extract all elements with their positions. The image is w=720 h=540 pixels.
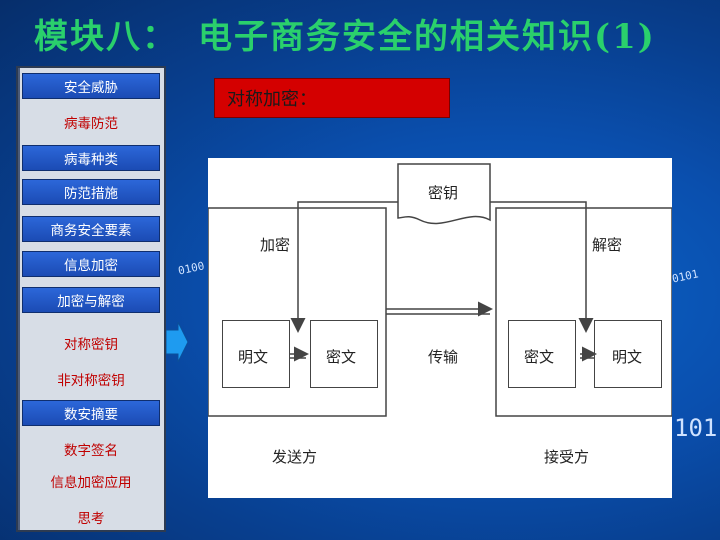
ciphertext-left-label: 密文 <box>326 348 357 366</box>
symmetric-encryption-diagram: 密钥 加密 解密 明文 密文 传输 密文 明文 发送方 接受方 <box>208 158 672 498</box>
sidebar-item-symmetric-key[interactable]: 对称密钥 <box>22 330 160 356</box>
binary-decoration: 0100 <box>176 259 206 278</box>
sender-label: 发送方 <box>272 448 318 466</box>
ciphertext-box-sender <box>310 320 378 388</box>
sidebar-item-label: 数安摘要 <box>64 407 118 423</box>
diagram-lines <box>208 163 672 417</box>
sidebar-item-virus-types[interactable]: 病毒种类 <box>22 145 160 171</box>
title-module: 模块八： <box>34 16 178 57</box>
title-topic: 电子商务安全的相关知识(1) <box>198 16 656 57</box>
sidebar-item-label: 病毒防范 <box>64 116 118 132</box>
plaintext-left-label: 明文 <box>238 348 269 366</box>
transmit-label: 传输 <box>428 348 459 366</box>
plaintext-box-receiver <box>594 320 662 388</box>
sidebar-item-label: 非对称密钥 <box>57 373 125 389</box>
plaintext-right-label: 明文 <box>612 348 643 366</box>
key-label: 密钥 <box>428 184 459 202</box>
slide-title: 模块八： 电子商务安全的相关知识(1) <box>0 6 720 60</box>
sidebar-item-digital-signature[interactable]: 数字签名 <box>22 436 160 462</box>
sidebar-item-virus-prevention[interactable]: 病毒防范 <box>22 109 160 135</box>
plaintext-box-sender <box>222 320 290 388</box>
ciphertext-right-label: 密文 <box>524 348 555 366</box>
sidebar-item-label: 对称密钥 <box>64 337 118 353</box>
sidebar-item-security-elements[interactable]: 商务安全要素 <box>22 216 160 242</box>
sidebar-item-label: 商务安全要素 <box>50 223 132 239</box>
binary-decoration: 0101 <box>670 267 700 286</box>
sidebar-item-label: 思考 <box>77 511 105 527</box>
section-banner: 对称加密： <box>214 78 450 118</box>
sidebar-item-encryption-application[interactable]: 信息加密应用 <box>22 468 160 494</box>
sidebar-stripe <box>18 68 20 530</box>
sidebar-item-info-encryption[interactable]: 信息加密 <box>22 251 160 277</box>
sidebar-item-prevention-measures[interactable]: 防范措施 <box>22 179 160 205</box>
sidebar-item-label: 加密与解密 <box>57 294 125 310</box>
sidebar-item-think[interactable]: 思考 <box>22 504 160 530</box>
sidebar-item-label: 防范措施 <box>64 186 118 202</box>
sidebar-item-label: 安全威胁 <box>64 80 118 96</box>
sidebar-item-security-threats[interactable]: 安全威胁 <box>22 73 160 99</box>
receiver-label: 接受方 <box>544 448 590 466</box>
sidebar-item-label: 信息加密 <box>64 258 118 274</box>
sidebar-item-asymmetric-key[interactable]: 非对称密钥 <box>22 366 160 392</box>
sidebar-item-label: 数字签名 <box>64 443 118 459</box>
sidebar-item-label: 病毒种类 <box>64 152 118 168</box>
sidebar-nav: 安全威胁 病毒防范 病毒种类 防范措施 商务安全要素 信息加密 加密与解密 对称… <box>16 66 166 532</box>
ciphertext-box-receiver <box>508 320 576 388</box>
decrypt-label: 解密 <box>592 236 623 254</box>
sidebar-item-digest[interactable]: 数安摘要 <box>22 400 160 426</box>
encrypt-label: 加密 <box>260 236 291 254</box>
sidebar-item-encrypt-decrypt[interactable]: 加密与解密 <box>22 287 160 313</box>
current-item-arrow-icon <box>166 322 188 362</box>
section-banner-text: 对称加密： <box>227 89 317 110</box>
sidebar-item-label: 信息加密应用 <box>50 475 132 491</box>
